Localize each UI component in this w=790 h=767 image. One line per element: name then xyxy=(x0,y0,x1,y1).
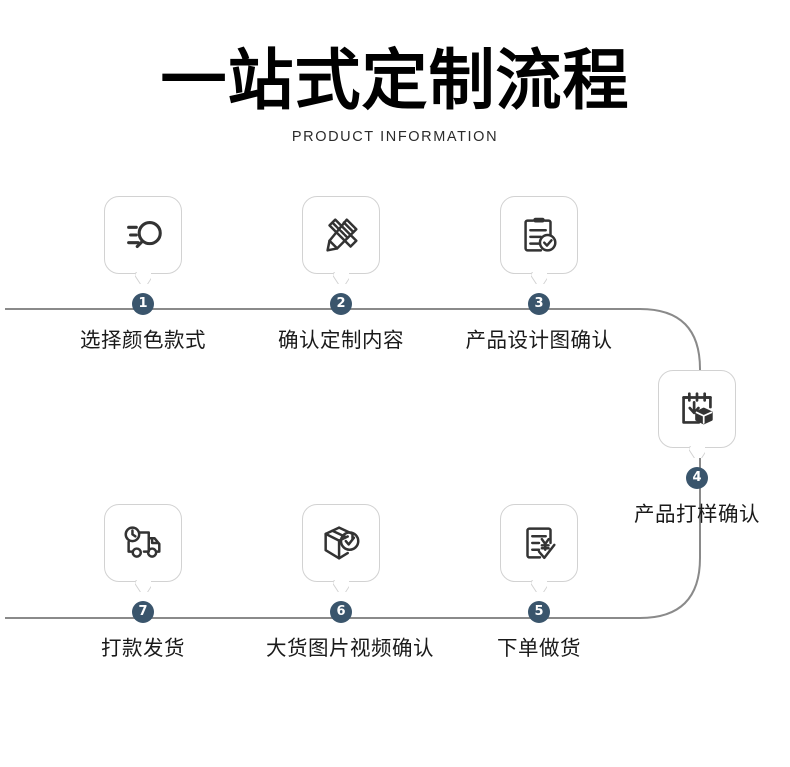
step-4-number-badge: 4 xyxy=(686,467,708,489)
step-1-number-badge: 1 xyxy=(132,293,154,315)
step-2-label: 确认定制内容 xyxy=(278,328,404,352)
bubble-tail xyxy=(135,580,151,592)
bubble-tail xyxy=(531,272,547,284)
step-5-badge-wrap: 5 xyxy=(464,601,614,623)
pencil-ruler-icon xyxy=(326,218,358,252)
step-5-icon-card[interactable] xyxy=(500,504,578,582)
step-3[interactable]: 3 产品设计图确认 xyxy=(464,196,614,353)
step-6[interactable]: 6 大货图片视频确认 xyxy=(266,504,434,661)
page-title: 一站式定制流程 xyxy=(160,42,630,119)
step-6-label: 大货图片视频确认 xyxy=(266,636,434,660)
step-6-number-badge: 6 xyxy=(330,601,352,623)
step-7[interactable]: 7 打款发货 xyxy=(68,504,218,661)
bubble-tail xyxy=(531,580,547,592)
bubble-tail xyxy=(333,580,349,592)
step-2-number-badge: 2 xyxy=(330,293,352,315)
step-4-label: 产品打样确认 xyxy=(634,502,760,526)
step-1-icon-card[interactable] xyxy=(104,196,182,274)
step-5-label: 下单做货 xyxy=(497,636,581,660)
invoice-yuan-check-icon xyxy=(526,527,556,560)
header: 一站式定制流程 PRODUCT INFORMATION xyxy=(0,0,790,146)
step-1[interactable]: 1 选择颜色款式 xyxy=(68,196,218,353)
step-7-number-badge: 7 xyxy=(132,601,154,623)
box-check-icon xyxy=(324,526,360,560)
step-3-icon-card[interactable] xyxy=(500,196,578,274)
page-subtitle: PRODUCT INFORMATION xyxy=(291,129,499,146)
bubble-tail xyxy=(135,272,151,284)
clipboard-check-icon xyxy=(524,217,557,252)
step-4-icon-card[interactable] xyxy=(658,370,736,448)
step-5-number-badge: 5 xyxy=(528,601,550,623)
step-3-label: 产品设计图确认 xyxy=(465,328,613,352)
step-6-badge-wrap: 6 xyxy=(266,601,416,623)
magnifier-lines-icon xyxy=(127,221,162,249)
bubble-tail xyxy=(333,272,349,284)
truck-clock-icon xyxy=(124,526,161,558)
step-2-icon-card[interactable] xyxy=(302,196,380,274)
step-7-label: 打款发货 xyxy=(101,636,185,660)
step-1-badge-wrap: 1 xyxy=(68,293,218,315)
step-6-icon-card[interactable] xyxy=(302,504,380,582)
step-5[interactable]: 5 下单做货 xyxy=(464,504,614,661)
step-2-badge-wrap: 2 xyxy=(266,293,416,315)
step-3-badge-wrap: 3 xyxy=(464,293,614,315)
step-2[interactable]: 2 确认定制内容 xyxy=(266,196,416,353)
step-4[interactable]: 4 产品打样确认 xyxy=(622,370,772,527)
step-7-badge-wrap: 7 xyxy=(68,601,218,623)
step-4-badge-wrap: 4 xyxy=(622,467,772,489)
step-3-number-badge: 3 xyxy=(528,293,550,315)
step-1-label: 选择颜色款式 xyxy=(80,328,206,352)
step-7-icon-card[interactable] xyxy=(104,504,182,582)
sample-box-download-icon xyxy=(682,392,713,425)
bubble-tail xyxy=(689,446,705,458)
